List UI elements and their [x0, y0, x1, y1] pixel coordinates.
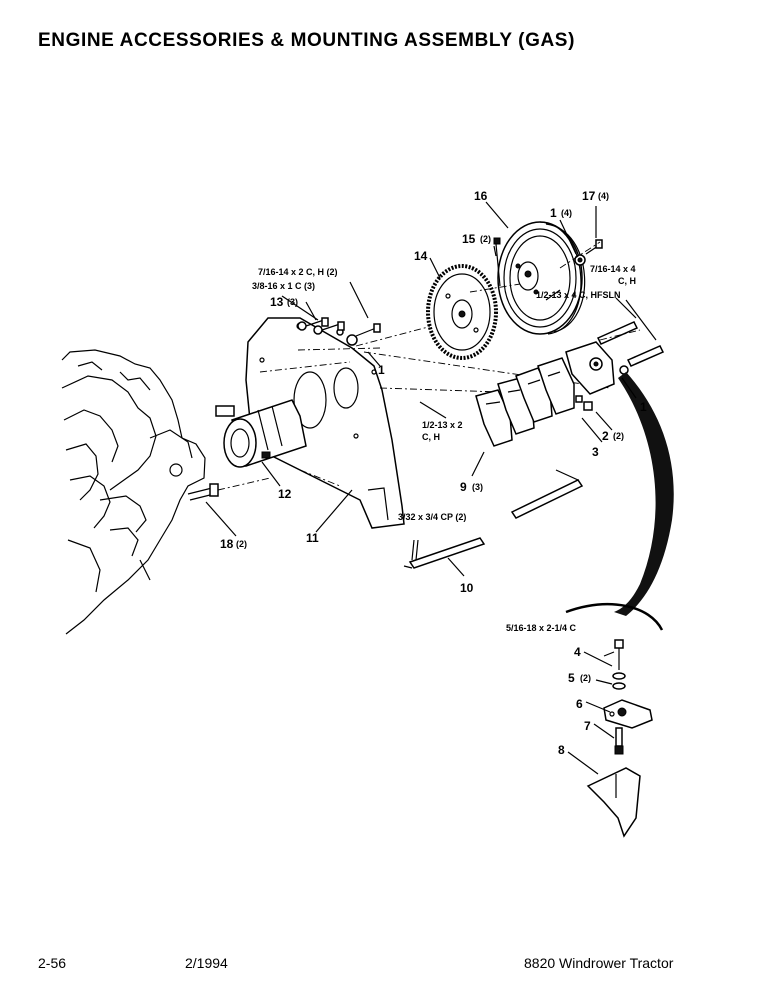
- callout-9: 9: [460, 480, 467, 494]
- detail-arrow: [565, 372, 674, 631]
- callout-1-c: 1: [640, 400, 647, 414]
- callout-5-qty: (2): [580, 673, 591, 683]
- footer-model: 8820 Windrower Tractor: [524, 955, 674, 971]
- callout-16: 16: [474, 189, 488, 203]
- part-13-bolts: [297, 317, 381, 346]
- callout-12: 12: [278, 487, 292, 501]
- callout-11: 11: [306, 531, 319, 545]
- footer-date: 2/1994: [185, 955, 228, 971]
- callout-1-a-qty: (4): [561, 208, 572, 218]
- callout-13: 13: [270, 295, 284, 309]
- footer-page-number: 2-56: [38, 955, 67, 971]
- hardware-3-8-16x1: 3/8-16 x 1 C (3): [252, 281, 315, 291]
- callout-7: 7: [584, 719, 591, 733]
- part-18-bolt: [187, 477, 271, 501]
- callout-2-qty: (2): [613, 431, 624, 441]
- hardware-1-2-13x2-grade: C, H: [422, 432, 440, 442]
- callout-1-a: 1: [550, 206, 557, 220]
- hardware-7-16-14x4-grade: C, H: [618, 276, 636, 286]
- hardware-1-2-13x4: 1/2-13 x 4 C, HFSLN: [536, 290, 621, 300]
- callout-labels: 16 17 (4) 1 (4) 15 (2) 14 7/16-14 x 4 C,…: [220, 189, 647, 757]
- page-title: ENGINE ACCESSORIES & MOUNTING ASSEMBLY (…: [38, 30, 575, 51]
- detail-assembly: [586, 639, 653, 838]
- part-15-bolts: [469, 237, 521, 293]
- part-10-rod: [403, 479, 584, 569]
- callout-18: 18: [220, 537, 234, 551]
- hardware-3-32-cotter: 3/32 x 3/4 CP (2): [398, 512, 466, 522]
- callout-14: 14: [414, 249, 428, 263]
- hardware-7-16-14x2: 7/16-14 x 2 C, H (2): [258, 267, 338, 277]
- callout-4: 4: [574, 645, 581, 659]
- callout-8: 8: [558, 743, 565, 757]
- callout-1-b: 1: [378, 363, 385, 377]
- part-16-pulley: [497, 221, 586, 335]
- part-12-alternator: [215, 399, 307, 468]
- callout-10: 10: [460, 581, 474, 595]
- engine-block: [61, 349, 206, 635]
- hardware-5-16-18: 5/16-18 x 2-1/4 C: [506, 623, 577, 633]
- hardware-7-16-14x4: 7/16-14 x 4: [590, 264, 636, 274]
- callout-3: 3: [592, 445, 599, 459]
- long-bolts: [596, 321, 665, 367]
- assembly-centerlines: [259, 315, 611, 487]
- leader-lines: [205, 201, 657, 775]
- callout-17: 17: [582, 189, 596, 203]
- callout-9-qty: (3): [472, 482, 483, 492]
- callout-15: 15: [462, 232, 476, 246]
- part-9-mount-brackets: [475, 357, 575, 447]
- callout-18-qty: (2): [236, 539, 247, 549]
- hardware-1-2-13x2: 1/2-13 x 2: [422, 420, 463, 430]
- part-14-flexplate: [426, 264, 498, 360]
- callout-6: 6: [576, 697, 583, 711]
- callout-2: 2: [602, 429, 609, 443]
- callout-5: 5: [568, 671, 575, 685]
- part-17-bolt: [559, 239, 603, 269]
- callout-15-qty: (2): [480, 234, 491, 244]
- callout-17-qty: (4): [598, 191, 609, 201]
- part-3-mount-block: [565, 341, 629, 411]
- callout-13-qty: (3): [287, 297, 298, 307]
